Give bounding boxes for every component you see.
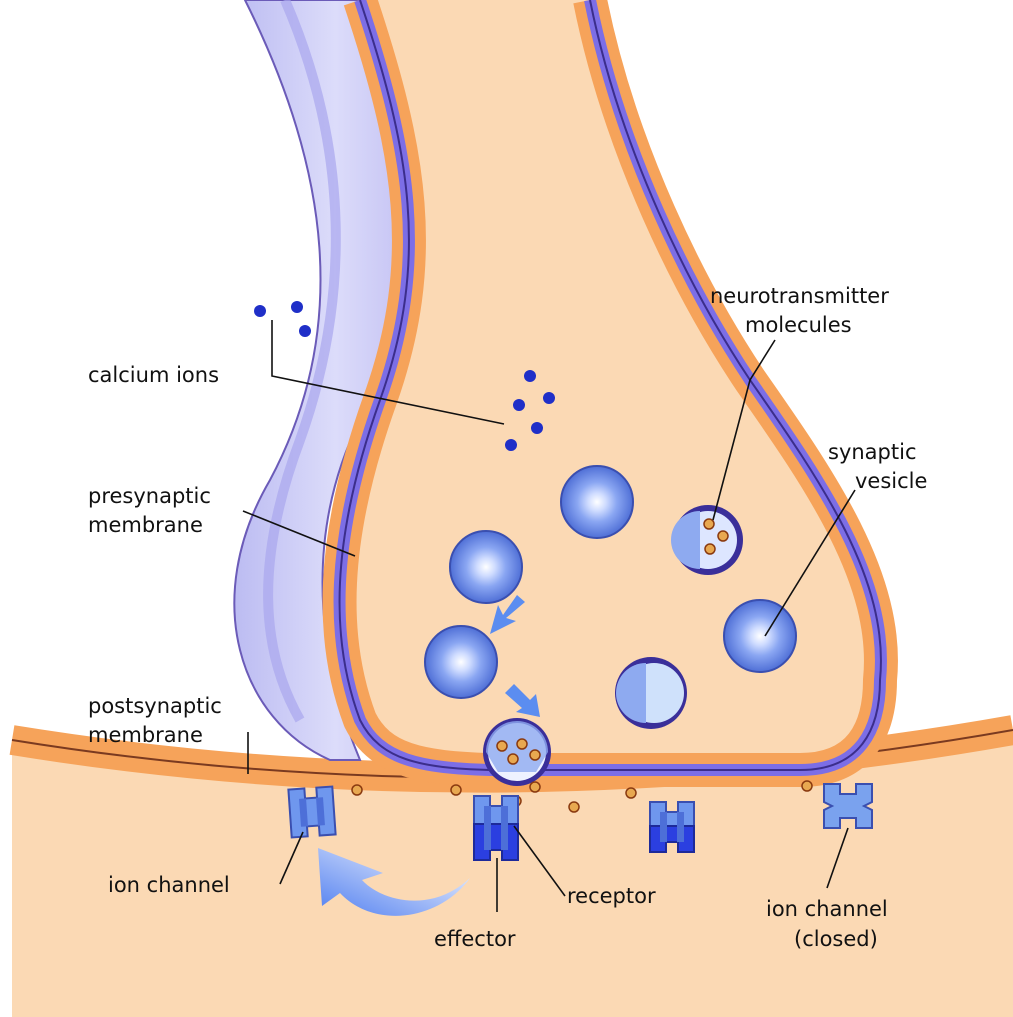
label-ion-channel: ion channel xyxy=(108,873,230,897)
label-synaptic-line1: synaptic xyxy=(828,440,917,464)
label-receptor: receptor xyxy=(567,884,656,908)
label-ion-channel-closed-line1: ion channel xyxy=(766,897,888,921)
label-effector: effector xyxy=(434,927,516,951)
label-presynaptic-line2: membrane xyxy=(88,513,203,537)
label-calcium-ions: calcium ions xyxy=(88,363,219,387)
label-postsynaptic-line1: postsynaptic xyxy=(88,694,222,718)
label-synaptic-line2: vesicle xyxy=(855,469,927,493)
receptor-effector xyxy=(474,796,518,860)
label-postsynaptic-line2: membrane xyxy=(88,723,203,747)
label-ion-channel-closed-line2: (closed) xyxy=(794,927,878,951)
label-neurotransmitter-line1: neurotransmitter xyxy=(710,284,889,308)
label-presynaptic-line1: presynaptic xyxy=(88,484,211,508)
label-neurotransmitter-line2: molecules xyxy=(745,313,852,337)
